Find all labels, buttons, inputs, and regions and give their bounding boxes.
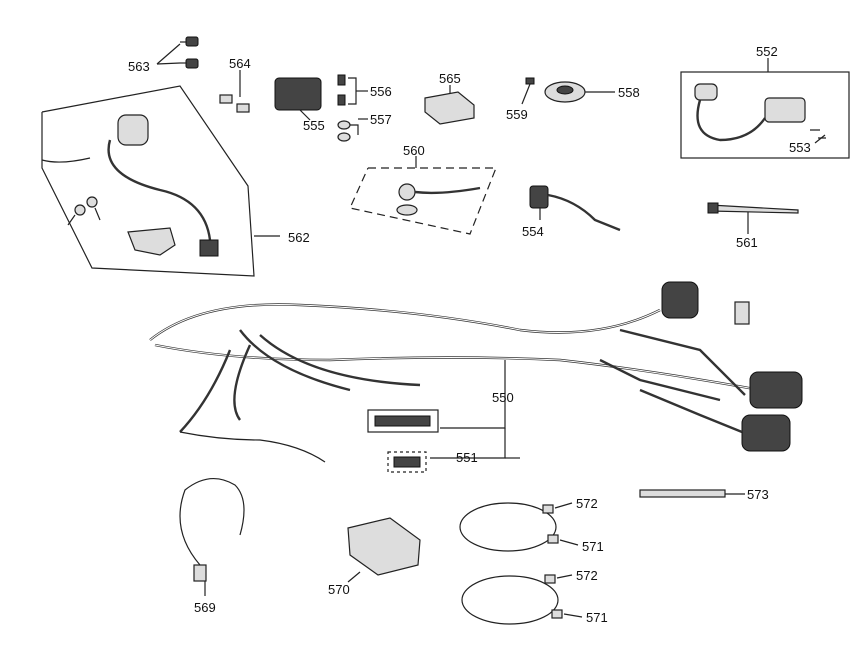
label-553: 553 (789, 140, 811, 155)
label-571-upper: 571 (582, 539, 604, 554)
label-571-lower: 571 (586, 610, 608, 625)
horn-558[interactable] (544, 81, 615, 103)
lead-wire-571-lower[interactable] (461, 574, 583, 625)
cdi-565[interactable] (424, 85, 475, 125)
washer-557[interactable] (337, 118, 368, 142)
label-551: 551 (456, 450, 478, 465)
ignition-coil-552[interactable] (680, 58, 850, 159)
ignition-switch-kit-562[interactable] (41, 85, 280, 277)
label-560: 560 (403, 143, 425, 158)
label-572-upper: 572 (576, 496, 598, 511)
label-569: 569 (194, 600, 216, 615)
label-563: 563 (128, 59, 150, 74)
label-561: 561 (736, 235, 758, 250)
lead-wire-569[interactable] (179, 478, 245, 596)
label-562: 562 (288, 230, 310, 245)
label-572-lower: 572 (576, 568, 598, 583)
main-wiring-harness-550[interactable] (149, 281, 803, 473)
regulator-555[interactable] (274, 77, 322, 121)
label-558: 558 (618, 85, 640, 100)
label-552: 552 (756, 44, 778, 59)
label-556: 556 (370, 84, 392, 99)
label-564: 564 (229, 56, 251, 71)
relay-554[interactable] (529, 185, 621, 232)
label-570: 570 (328, 582, 350, 597)
label-557: 557 (370, 112, 392, 127)
label-554: 554 (522, 224, 544, 239)
lead-wire-571-upper[interactable] (459, 502, 579, 552)
bolt-563[interactable] (156, 36, 199, 69)
label-573: 573 (747, 487, 769, 502)
cdi-unit-570[interactable] (347, 517, 421, 583)
cable-tie-561[interactable] (707, 202, 799, 234)
screw-556[interactable] (337, 74, 368, 106)
sensor-kit-560[interactable] (349, 156, 497, 235)
label-550: 550 (492, 390, 514, 405)
tube-573[interactable] (639, 489, 745, 498)
label-555: 555 (303, 118, 325, 133)
label-559: 559 (506, 107, 528, 122)
bolt-559[interactable] (521, 77, 535, 105)
screw-564[interactable] (219, 70, 250, 113)
label-565: 565 (439, 71, 461, 86)
